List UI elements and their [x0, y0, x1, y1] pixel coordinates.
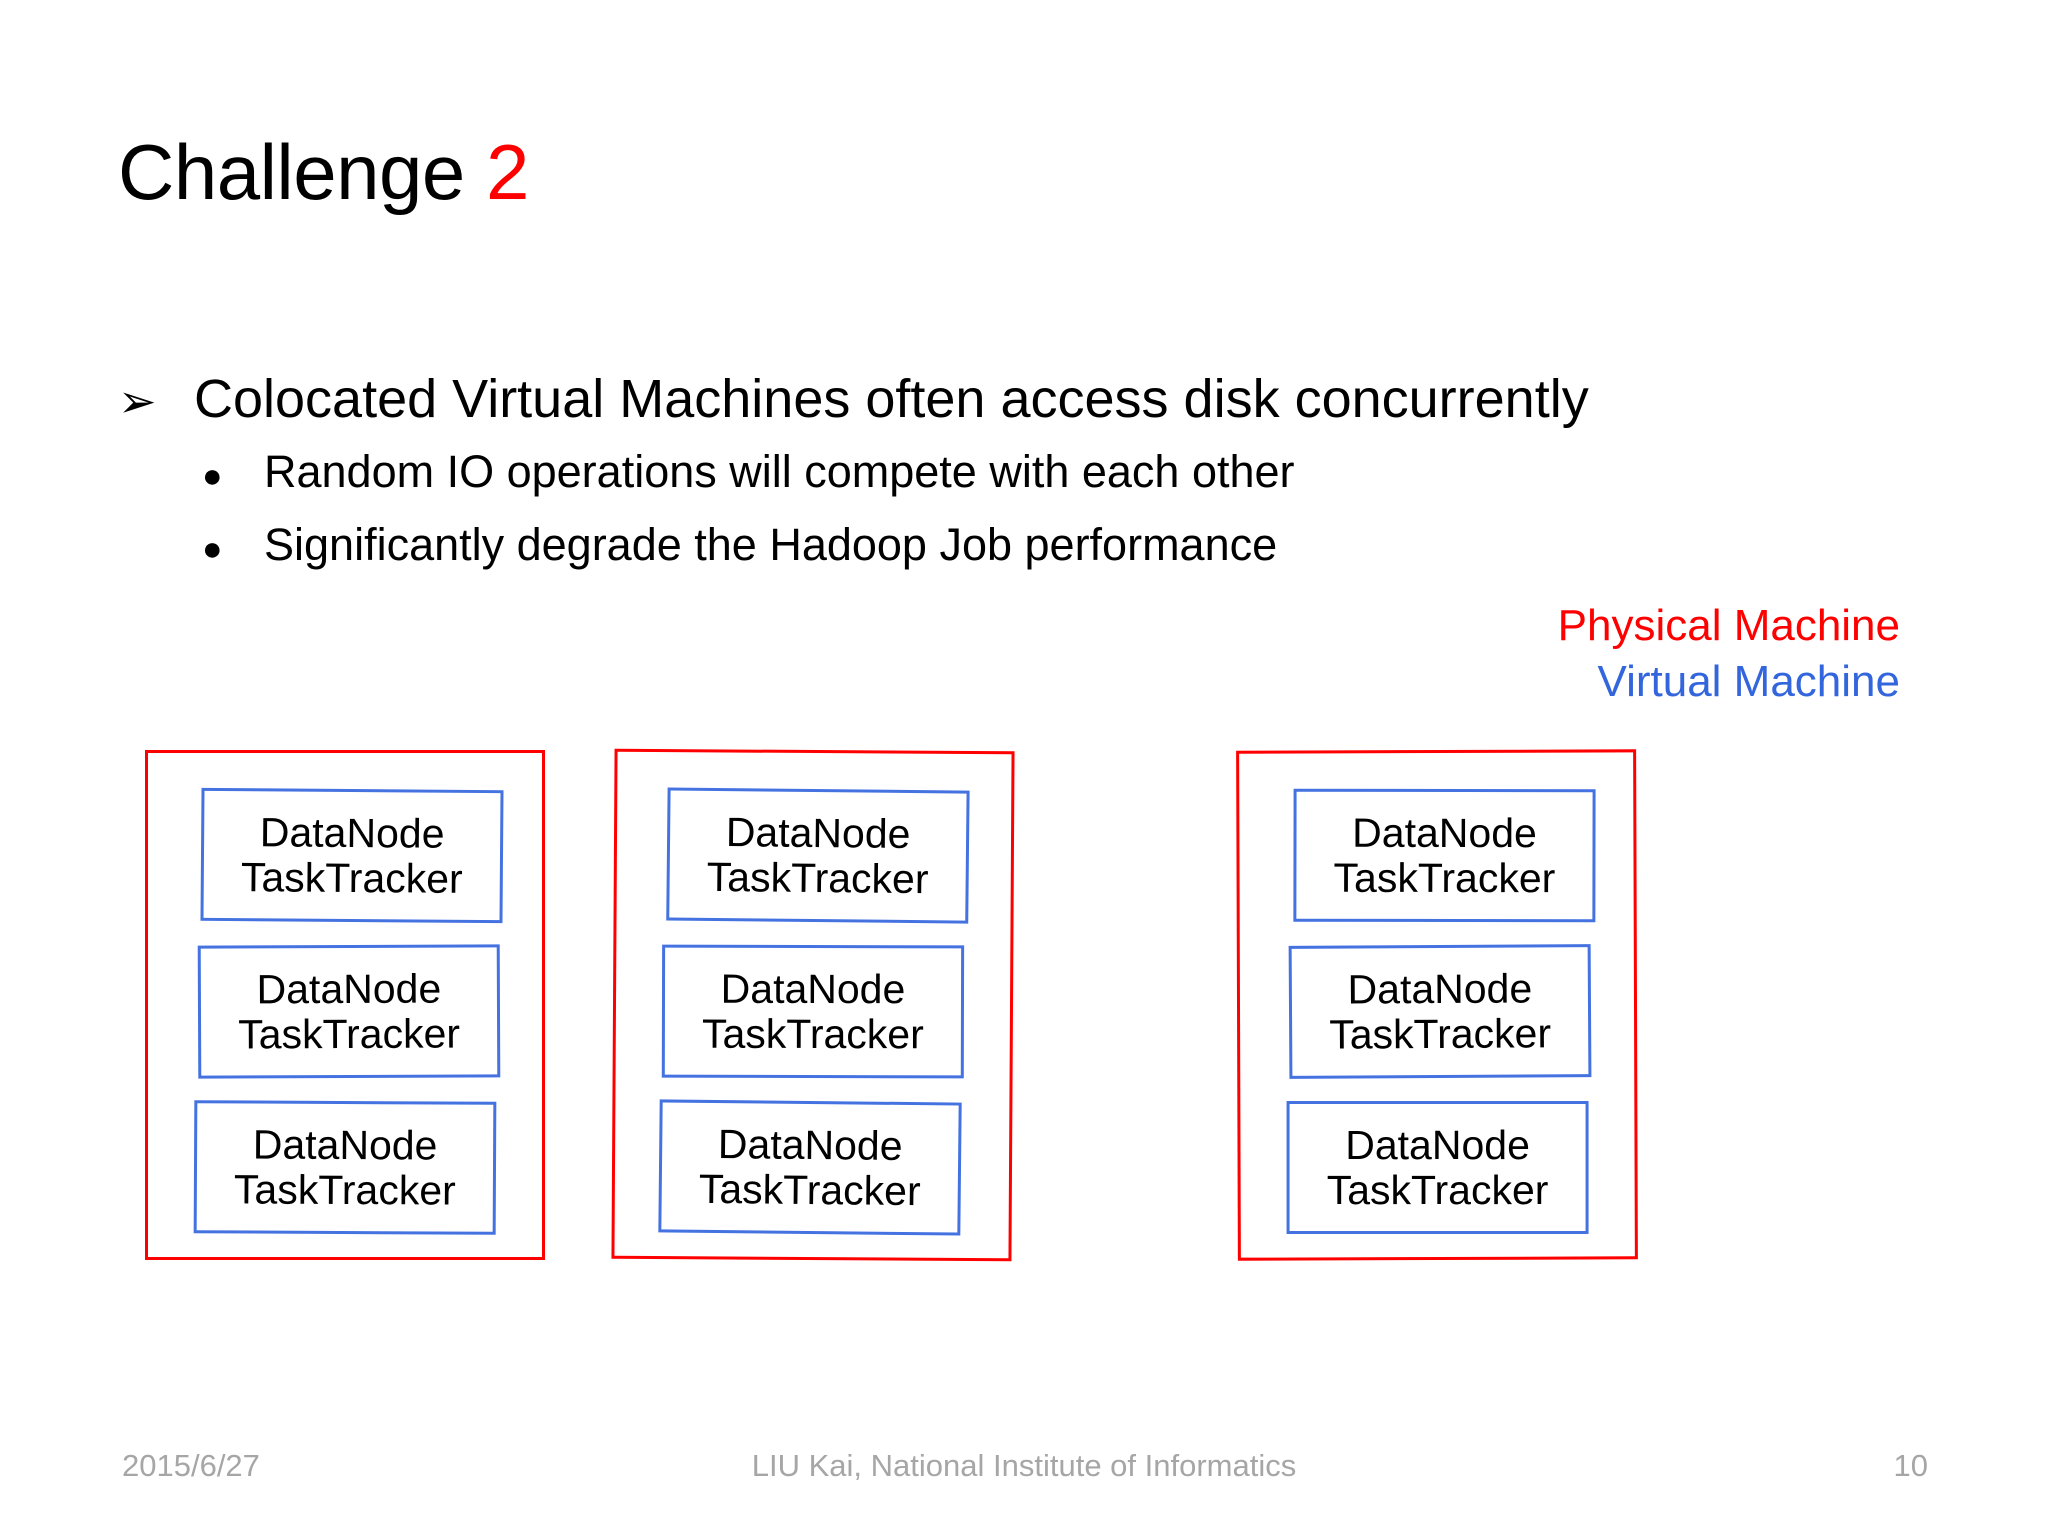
bullet-level2: ● Significantly degrade the Hadoop Job p… [202, 519, 1918, 571]
arrowhead-bullet-icon: ➢ [118, 375, 157, 427]
vm-label-datanode: DataNode [256, 965, 442, 1013]
footer-date: 2015/6/27 [122, 1448, 260, 1483]
virtual-machine-box: DataNode TaskTracker [200, 787, 504, 924]
vm-label-tasktracker: TaskTracker [701, 1010, 924, 1057]
vm-label-datanode: DataNode [1345, 1122, 1530, 1169]
disc-bullet-icon: ● [202, 456, 223, 495]
vm-label-tasktracker: TaskTracker [238, 1010, 461, 1057]
vm-label-tasktracker: TaskTracker [706, 853, 929, 902]
title-accent-number: 2 [485, 128, 529, 216]
virtual-machine-box: DataNode TaskTracker [1286, 1100, 1589, 1234]
virtual-machine-box: DataNode TaskTracker [1293, 788, 1596, 923]
vm-label-tasktracker: TaskTracker [1333, 854, 1556, 901]
footer-attribution: LIU Kai, National Institute of Informati… [751, 1448, 1297, 1483]
sub-bullet-list: ● Random IO operations will compete with… [118, 446, 1918, 572]
vm-label-tasktracker: TaskTracker [1326, 1166, 1549, 1213]
vm-label-datanode: DataNode [259, 809, 445, 857]
bullet-level2: ● Random IO operations will compete with… [202, 446, 1918, 498]
diagram-legend: Physical Machine Virtual Machine [1558, 598, 1900, 711]
legend-physical-machine: Physical Machine [1557, 601, 1900, 650]
vm-label-datanode: DataNode [720, 965, 906, 1013]
vm-label-tasktracker: TaskTracker [240, 853, 463, 902]
virtual-machine-box: DataNode TaskTracker [193, 1100, 497, 1235]
vm-label-tasktracker: TaskTracker [698, 1165, 921, 1214]
vm-label-datanode: DataNode [725, 809, 911, 858]
virtual-machine-box: DataNode TaskTracker [661, 944, 965, 1079]
bullet-level1: ➢ Colocated Virtual Machines often acces… [118, 368, 1918, 432]
footer-page-number: 10 [1893, 1448, 1928, 1483]
physical-machine-box: DataNode TaskTracker DataNode TaskTracke… [611, 748, 1015, 1262]
physical-machine-box: DataNode TaskTracker DataNode TaskTracke… [145, 750, 545, 1260]
slide-footer: 2015/6/27 LIU Kai, National Institute of… [0, 1448, 2048, 1508]
vm-label-tasktracker: TaskTracker [1329, 1009, 1552, 1058]
virtual-machine-box: DataNode TaskTracker [1288, 944, 1592, 1079]
title-main-text: Challenge [118, 128, 465, 216]
disc-bullet-icon: ● [202, 530, 223, 569]
physical-machine-box: DataNode TaskTracker DataNode TaskTracke… [1236, 749, 1638, 1261]
bullet-level2-text: Random IO operations will compete with e… [264, 445, 1295, 497]
vm-label-datanode: DataNode [717, 1121, 903, 1170]
vm-label-tasktracker: TaskTracker [233, 1165, 456, 1214]
vm-label-datanode: DataNode [1352, 810, 1537, 857]
bullet-level1-text: Colocated Virtual Machines often access … [194, 369, 1589, 429]
page-title: Challenge 2 [118, 131, 529, 214]
virtual-machine-box: DataNode TaskTracker [666, 787, 970, 924]
bullet-list: ➢ Colocated Virtual Machines often acces… [118, 368, 1918, 593]
legend-virtual-machine: Virtual Machine [1597, 657, 1900, 707]
virtual-machine-box: DataNode TaskTracker [197, 944, 501, 1079]
vm-label-datanode: DataNode [252, 1121, 438, 1169]
cluster-diagram: DataNode TaskTracker DataNode TaskTracke… [0, 748, 2048, 1270]
vm-label-datanode: DataNode [1347, 965, 1533, 1013]
bullet-level2-text: Significantly degrade the Hadoop Job per… [264, 519, 1278, 571]
virtual-machine-box: DataNode TaskTracker [658, 1099, 962, 1236]
